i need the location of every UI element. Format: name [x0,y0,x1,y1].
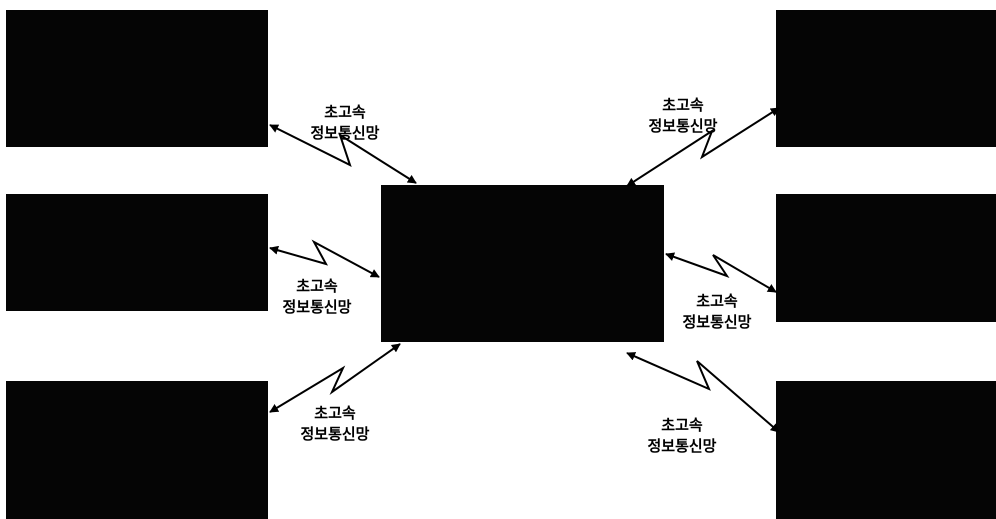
link-label-line1: 초고속 [661,416,703,434]
link-label-middle-right: 초고속 정보통신망 [662,291,772,333]
link-label-top-left: 초고속 정보통신망 [290,102,400,144]
link-label-line2: 정보통신망 [682,313,752,331]
link-label-line2: 정보통신망 [282,298,352,316]
link-bottom-right-arrow [626,352,780,433]
link-label-line1: 초고속 [324,103,366,121]
link-label-line1: 초고속 [296,277,338,295]
node-middle-right [776,194,996,322]
link-label-middle-left: 초고속 정보통신망 [262,276,372,318]
link-label-bottom-right: 초고속 정보통신망 [627,415,737,457]
link-label-line2: 정보통신망 [300,425,370,443]
link-top-left-arrow [269,124,417,184]
link-label-line2: 정보통신망 [647,437,717,455]
link-middle-left-arrow [269,239,380,278]
link-top-right-arrow [626,107,780,187]
node-bottom-right [776,381,996,519]
link-bottom-left-arrow [269,343,401,413]
link-label-line2: 정보통신망 [310,124,380,142]
link-label-line1: 초고속 [696,292,738,310]
node-bottom-left [6,381,268,519]
link-label-bottom-left: 초고속 정보통신망 [280,403,390,445]
link-middle-right-arrow [665,252,777,293]
node-center-hub [381,185,664,342]
link-label-line1: 초고속 [314,404,356,422]
link-label-line2: 정보통신망 [648,117,718,135]
link-label-line1: 초고속 [662,96,704,114]
node-top-right [776,10,996,147]
link-label-top-right: 초고속 정보통신망 [628,95,738,137]
node-middle-left [6,194,268,311]
node-top-left [6,10,268,147]
